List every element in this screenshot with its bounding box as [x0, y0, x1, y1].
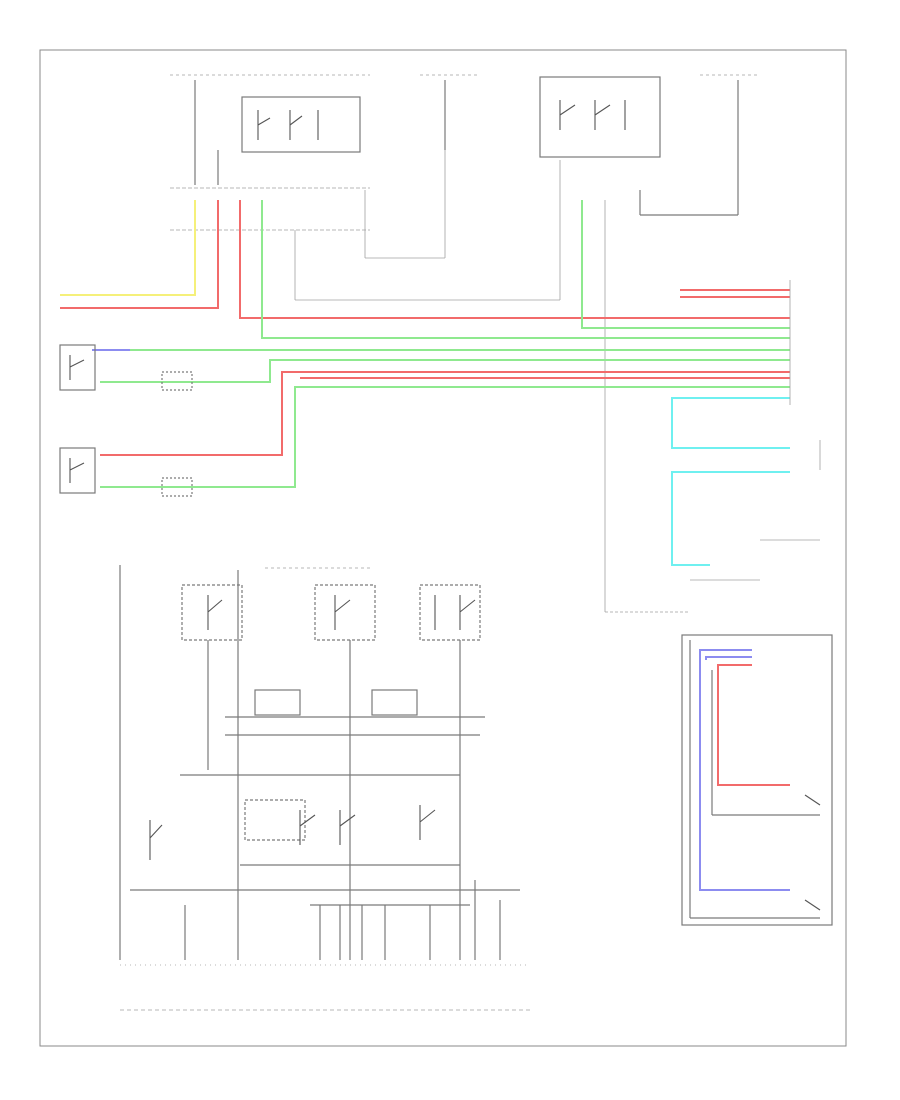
- right-module-box: [681, 634, 833, 926]
- diagram-frame: [39, 49, 847, 1047]
- right-terminal-block: [605, 280, 833, 926]
- switch-upper-left: [59, 344, 96, 391]
- panel-switch-2: [314, 584, 376, 641]
- panel-switch-4: [244, 799, 306, 841]
- panel-switch-3: [419, 584, 481, 641]
- control-panel-section: [119, 565, 530, 1011]
- panel-indicator-2: [371, 689, 418, 716]
- colored-wires: [60, 200, 790, 891]
- panel-switch-1: [181, 584, 243, 641]
- left-switch-group: [59, 344, 193, 497]
- top-power-section: [170, 74, 760, 612]
- switch-lower-left: [59, 447, 96, 494]
- relay-box-left: [241, 96, 361, 153]
- relay-box-right: [539, 76, 661, 158]
- panel-indicator-1: [254, 689, 301, 716]
